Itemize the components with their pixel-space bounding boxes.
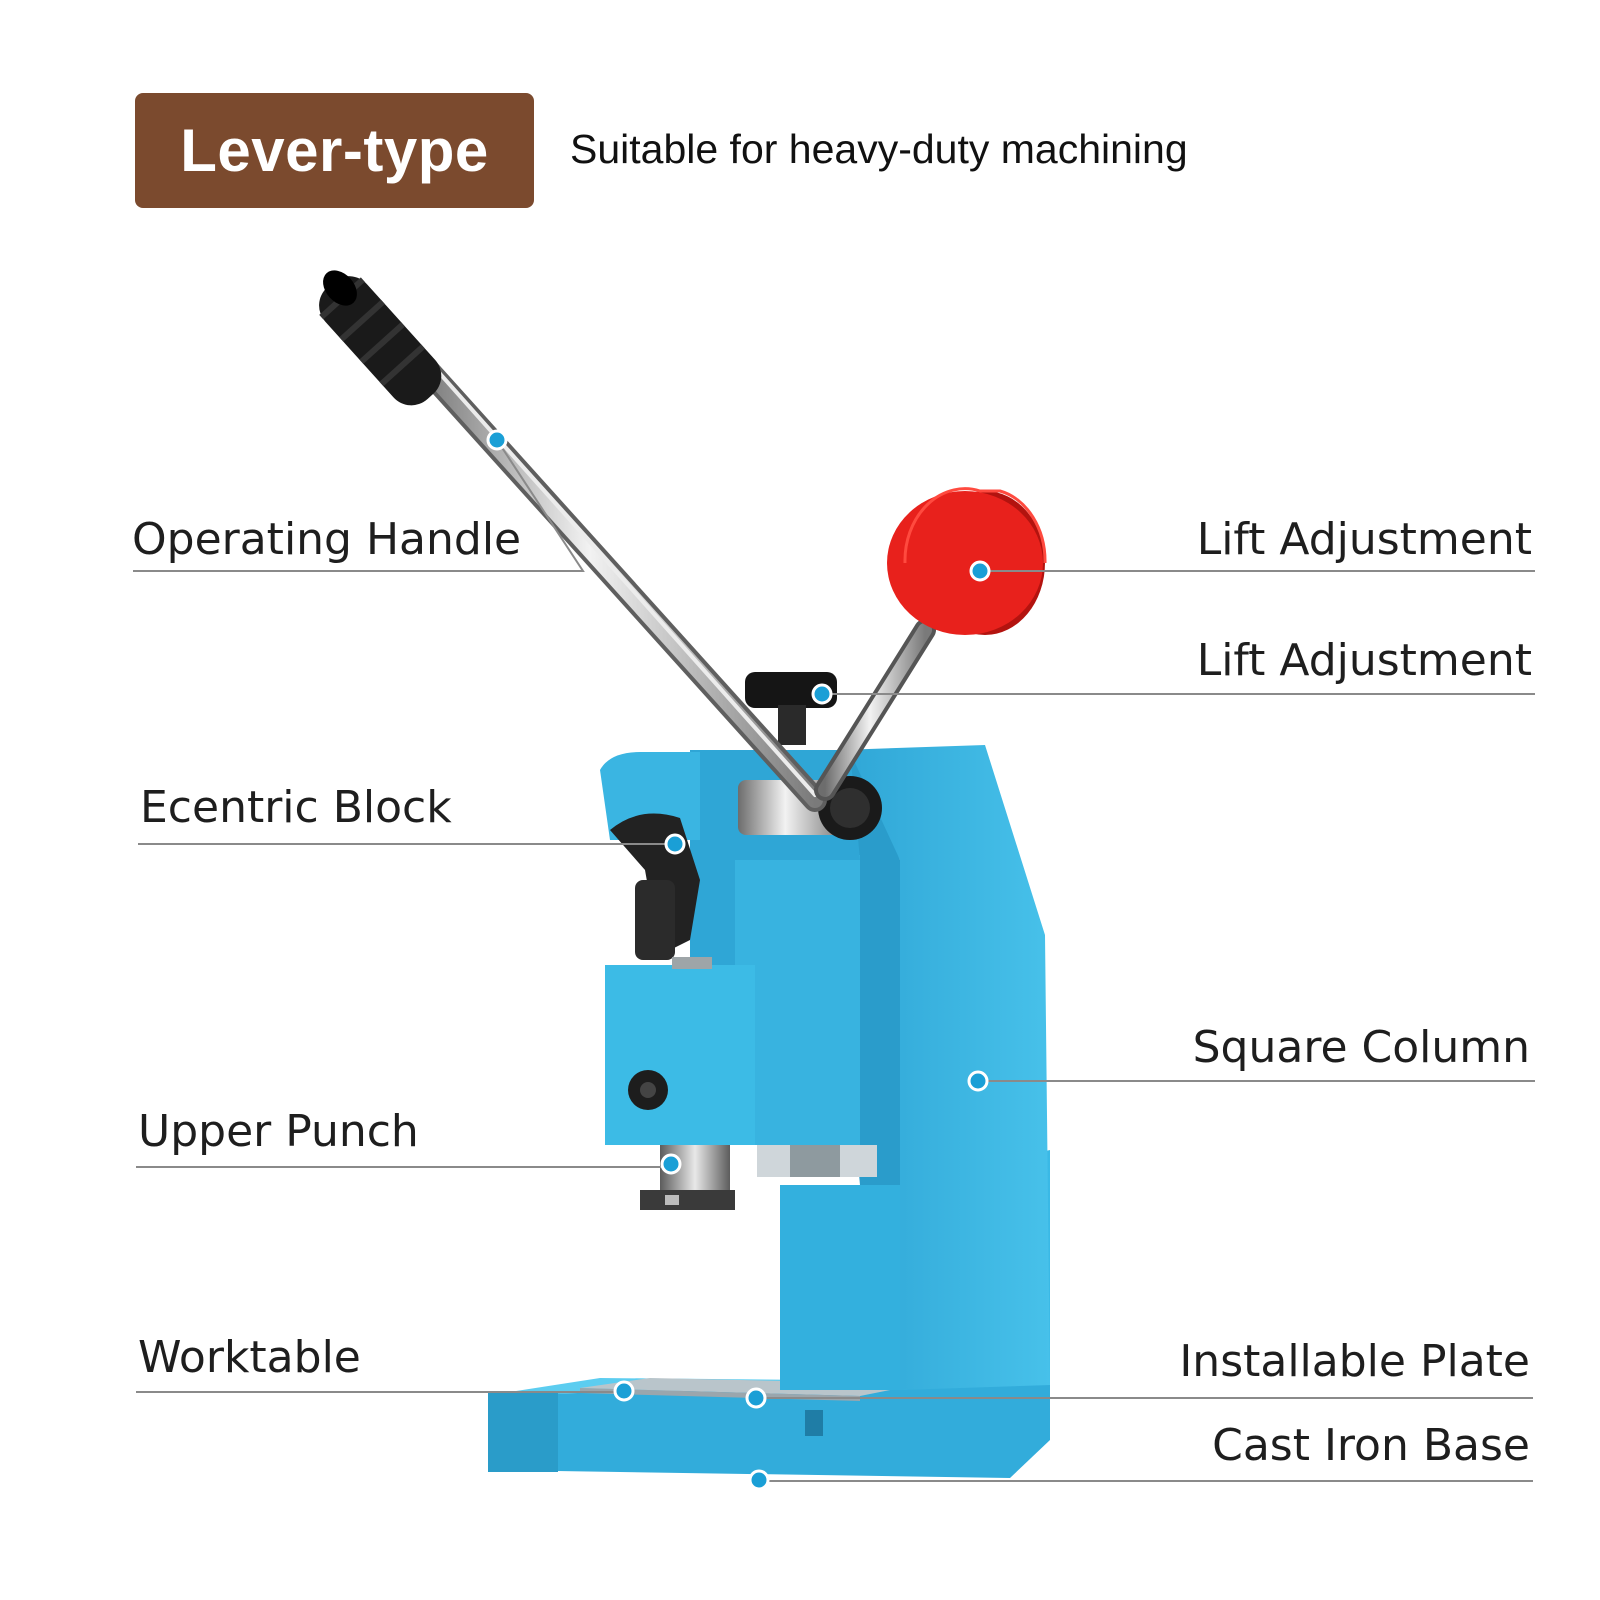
upper-punch-part [640, 1145, 735, 1210]
press-head [600, 750, 877, 1177]
operating-handle-part [319, 270, 827, 812]
label-upper-punch: Upper Punch [138, 1106, 419, 1157]
label-installable-plate: Installable Plate [1179, 1336, 1530, 1387]
leader-lines [133, 439, 1535, 1482]
callout-dots [486, 429, 991, 1491]
label-worktable: Worktable [138, 1332, 361, 1383]
label-lift-adjustment-2: Lift Adjustment [1196, 635, 1532, 686]
label-lift-adjustment-1: Lift Adjustment [1196, 514, 1532, 565]
type-badge: Lever-type [135, 93, 534, 208]
label-cast-iron-base: Cast Iron Base [1212, 1420, 1530, 1471]
label-eccentric-block: Ecentric Block [140, 782, 452, 833]
label-operating-handle: Operating Handle [132, 514, 522, 565]
label-square-column: Square Column [1192, 1022, 1530, 1073]
lift-adjustment-lever [814, 487, 1047, 801]
type-badge-label: Lever-type [180, 117, 489, 184]
subtitle: Suitable for heavy-duty machining [570, 126, 1188, 172]
